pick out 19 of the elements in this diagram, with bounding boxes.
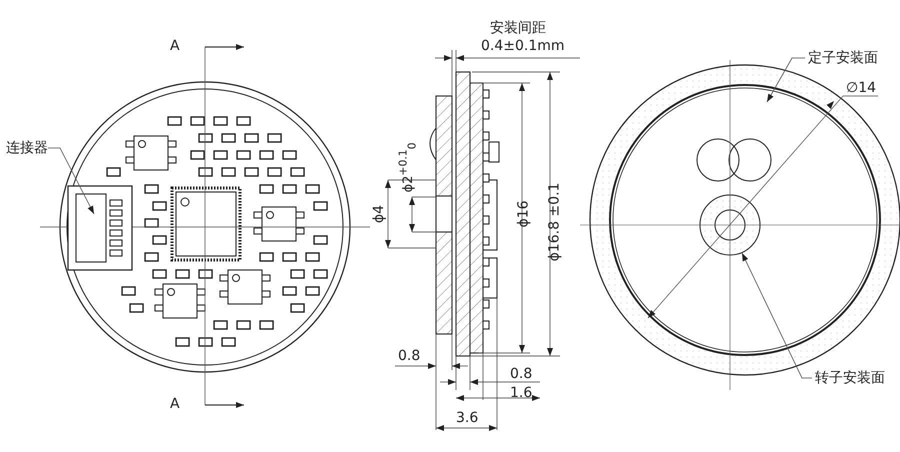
- dimension-text: 安装间距: [490, 20, 546, 36]
- section-letter: A: [170, 396, 180, 412]
- leader-line: [48, 148, 94, 214]
- callout-label: 定子安装面: [808, 50, 878, 66]
- dimension-text: 0.8: [398, 348, 420, 364]
- dimension-text: ϕ16.8 ±0.1: [546, 182, 562, 262]
- dimension-text: 0.4±0.1mm: [481, 38, 565, 54]
- dimension-text: 1.6: [510, 385, 532, 401]
- callout-label: 连接器: [6, 140, 48, 156]
- dimension-text: ∅14: [846, 80, 876, 96]
- connector-drawing: [67, 185, 133, 271]
- leader-line: [766, 58, 806, 102]
- leader-line: [742, 252, 812, 378]
- section-letter: A: [170, 38, 180, 54]
- dimension-text: 3.6: [456, 410, 478, 426]
- dimension-text: ϕ4: [371, 204, 388, 224]
- dimension-text: ϕ16: [516, 200, 532, 228]
- callout-label: 转子安装面: [815, 370, 885, 386]
- dimension-text: 0.8: [510, 366, 532, 382]
